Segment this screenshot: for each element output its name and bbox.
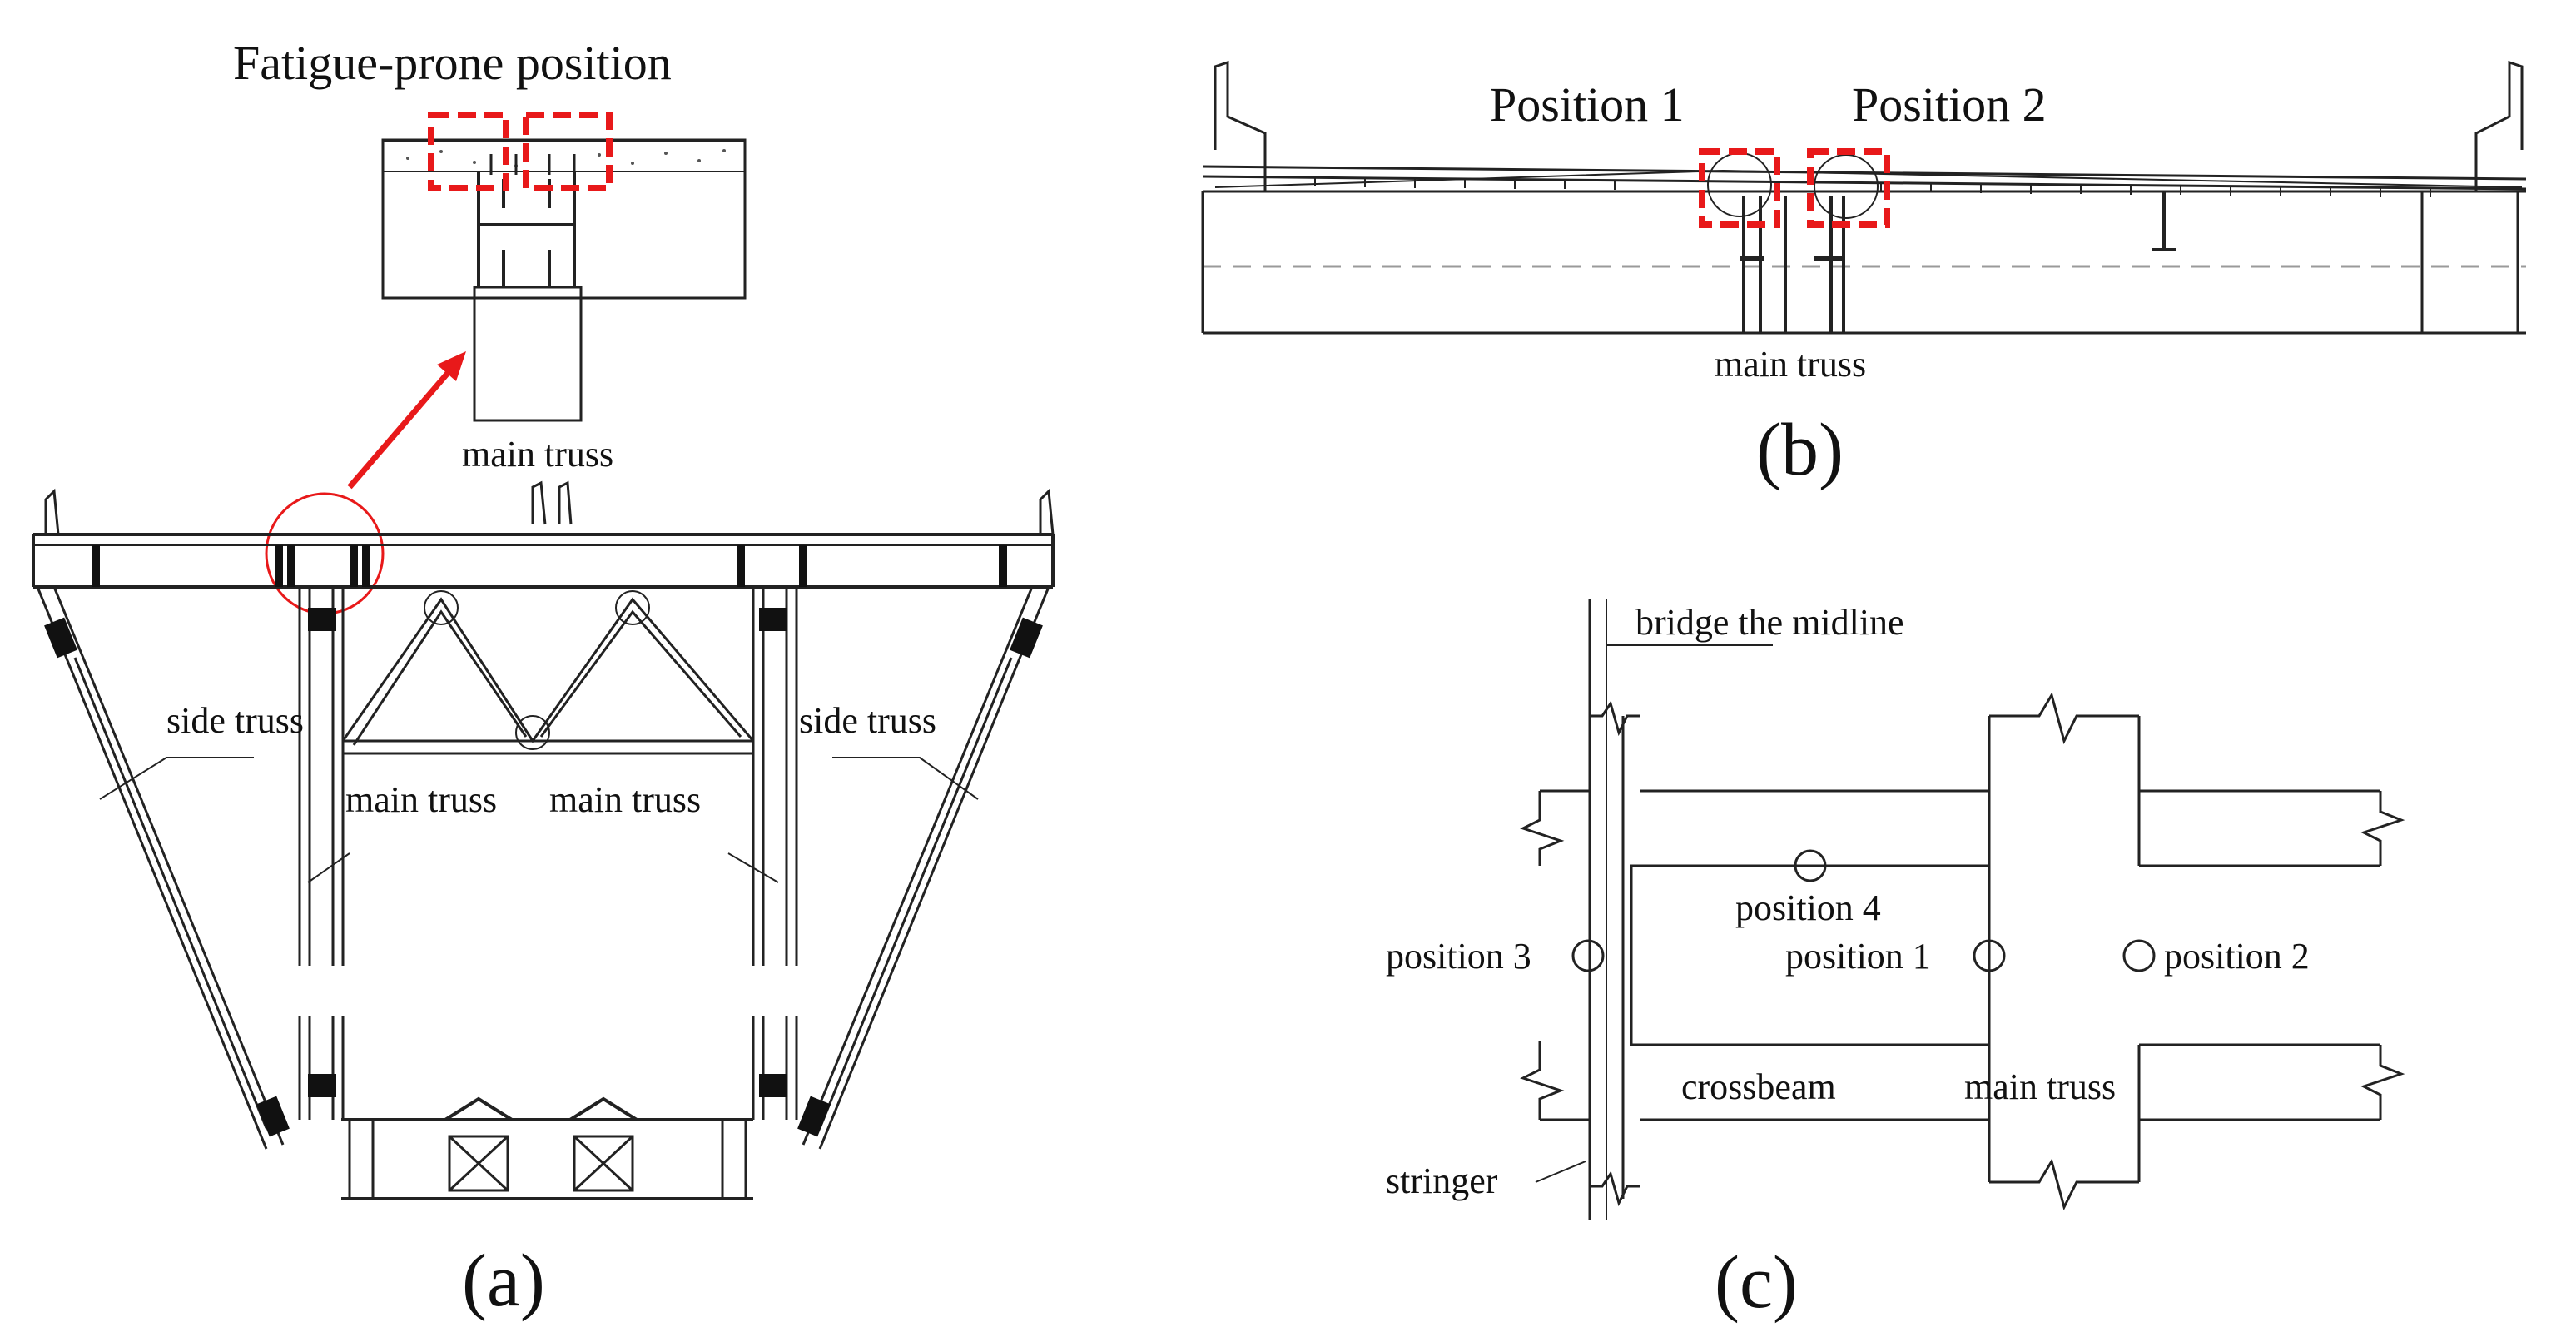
left-side-truss-label: side truss xyxy=(166,700,304,741)
left-main-truss-label: main truss xyxy=(345,779,497,820)
panel-c: bridge the midline position 4 position 3… xyxy=(1386,599,2405,1324)
caption-a: (a) xyxy=(462,1240,545,1322)
longitudinal-section xyxy=(1201,60,2527,335)
fatigue-box-left xyxy=(428,112,509,191)
position-2-marker xyxy=(2122,939,2156,972)
plan-view xyxy=(1520,599,2405,1220)
panel-b: Position 1 Position 2 xyxy=(1201,60,2527,491)
position-4-label: position 4 xyxy=(1735,887,1881,928)
position-1-label-c: position 1 xyxy=(1785,936,1931,977)
right-main-truss-label: main truss xyxy=(549,779,701,820)
midline-label: bridge the midline xyxy=(1635,602,1904,643)
fatigue-box-right xyxy=(523,112,613,191)
position-1-marker xyxy=(1973,939,2006,972)
position-1-label: Position 1 xyxy=(1490,77,1685,132)
position-3-marker xyxy=(1571,939,1605,972)
fatigue-prone-title: Fatigue-prone position xyxy=(233,36,672,90)
stringer-label: stringer xyxy=(1386,1161,1498,1201)
position-2-label: Position 2 xyxy=(1852,77,2047,132)
bridge-cross-section xyxy=(32,480,1055,1200)
caption-c: (c) xyxy=(1715,1241,1798,1324)
position-3-label: position 3 xyxy=(1386,936,1531,977)
position-2-label-c: position 2 xyxy=(2164,936,2310,977)
concrete-deck-texture xyxy=(406,149,726,167)
main-truss-label-c: main truss xyxy=(1964,1066,2116,1107)
crossbeam-label: crossbeam xyxy=(1681,1066,1836,1107)
caption-b: (b) xyxy=(1756,409,1844,491)
right-side-truss-label: side truss xyxy=(799,700,936,741)
position-1-box xyxy=(1699,148,1780,228)
panel-b-main-truss-label: main truss xyxy=(1715,344,1866,385)
position-2-box xyxy=(1807,148,1890,228)
panel-a: Fatigue-prone position main truss xyxy=(32,36,1055,1322)
position-4-marker xyxy=(1794,849,1827,882)
detail-main-truss-label: main truss xyxy=(462,434,613,475)
detail-view: main truss xyxy=(381,112,747,475)
